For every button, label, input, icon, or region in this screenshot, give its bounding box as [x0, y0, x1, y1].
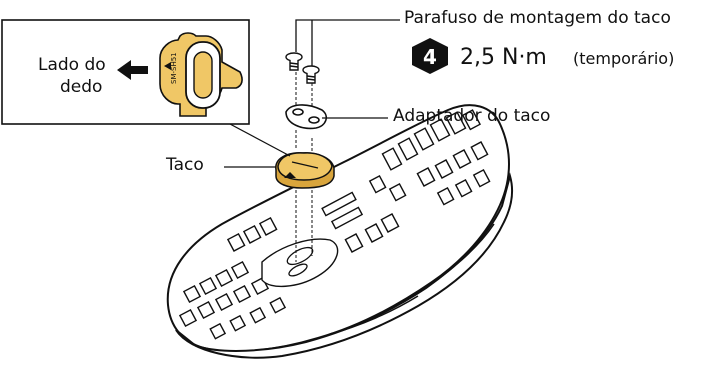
cleat-label: Taco: [166, 155, 204, 175]
step-number: 4: [423, 45, 437, 69]
toe-side-label-line2: dedo: [60, 77, 103, 97]
cleat-top-view: [159, 32, 243, 117]
cleat-mounting-screws: [285, 52, 320, 84]
screw-label: Parafuso de montagem do taco: [404, 8, 671, 28]
cleat-model-marking: SM-SH51: [170, 52, 178, 84]
hexagon-badge-icon: 4: [412, 38, 448, 74]
torque-value: 2,5 N·m: [460, 45, 547, 70]
shoe-sole-illustration: [166, 104, 513, 359]
arrow-left-icon: [117, 60, 148, 80]
toe-side-inset: SM-SH51: [1, 19, 291, 157]
leader-lines: [224, 19, 400, 168]
cleat-adapter: [285, 104, 328, 130]
toe-side-label-line1: Lado do: [38, 55, 106, 75]
torque-note: (temporário): [573, 49, 675, 68]
adapter-label: Adaptador do taco: [393, 106, 551, 126]
cleat: [275, 152, 335, 189]
